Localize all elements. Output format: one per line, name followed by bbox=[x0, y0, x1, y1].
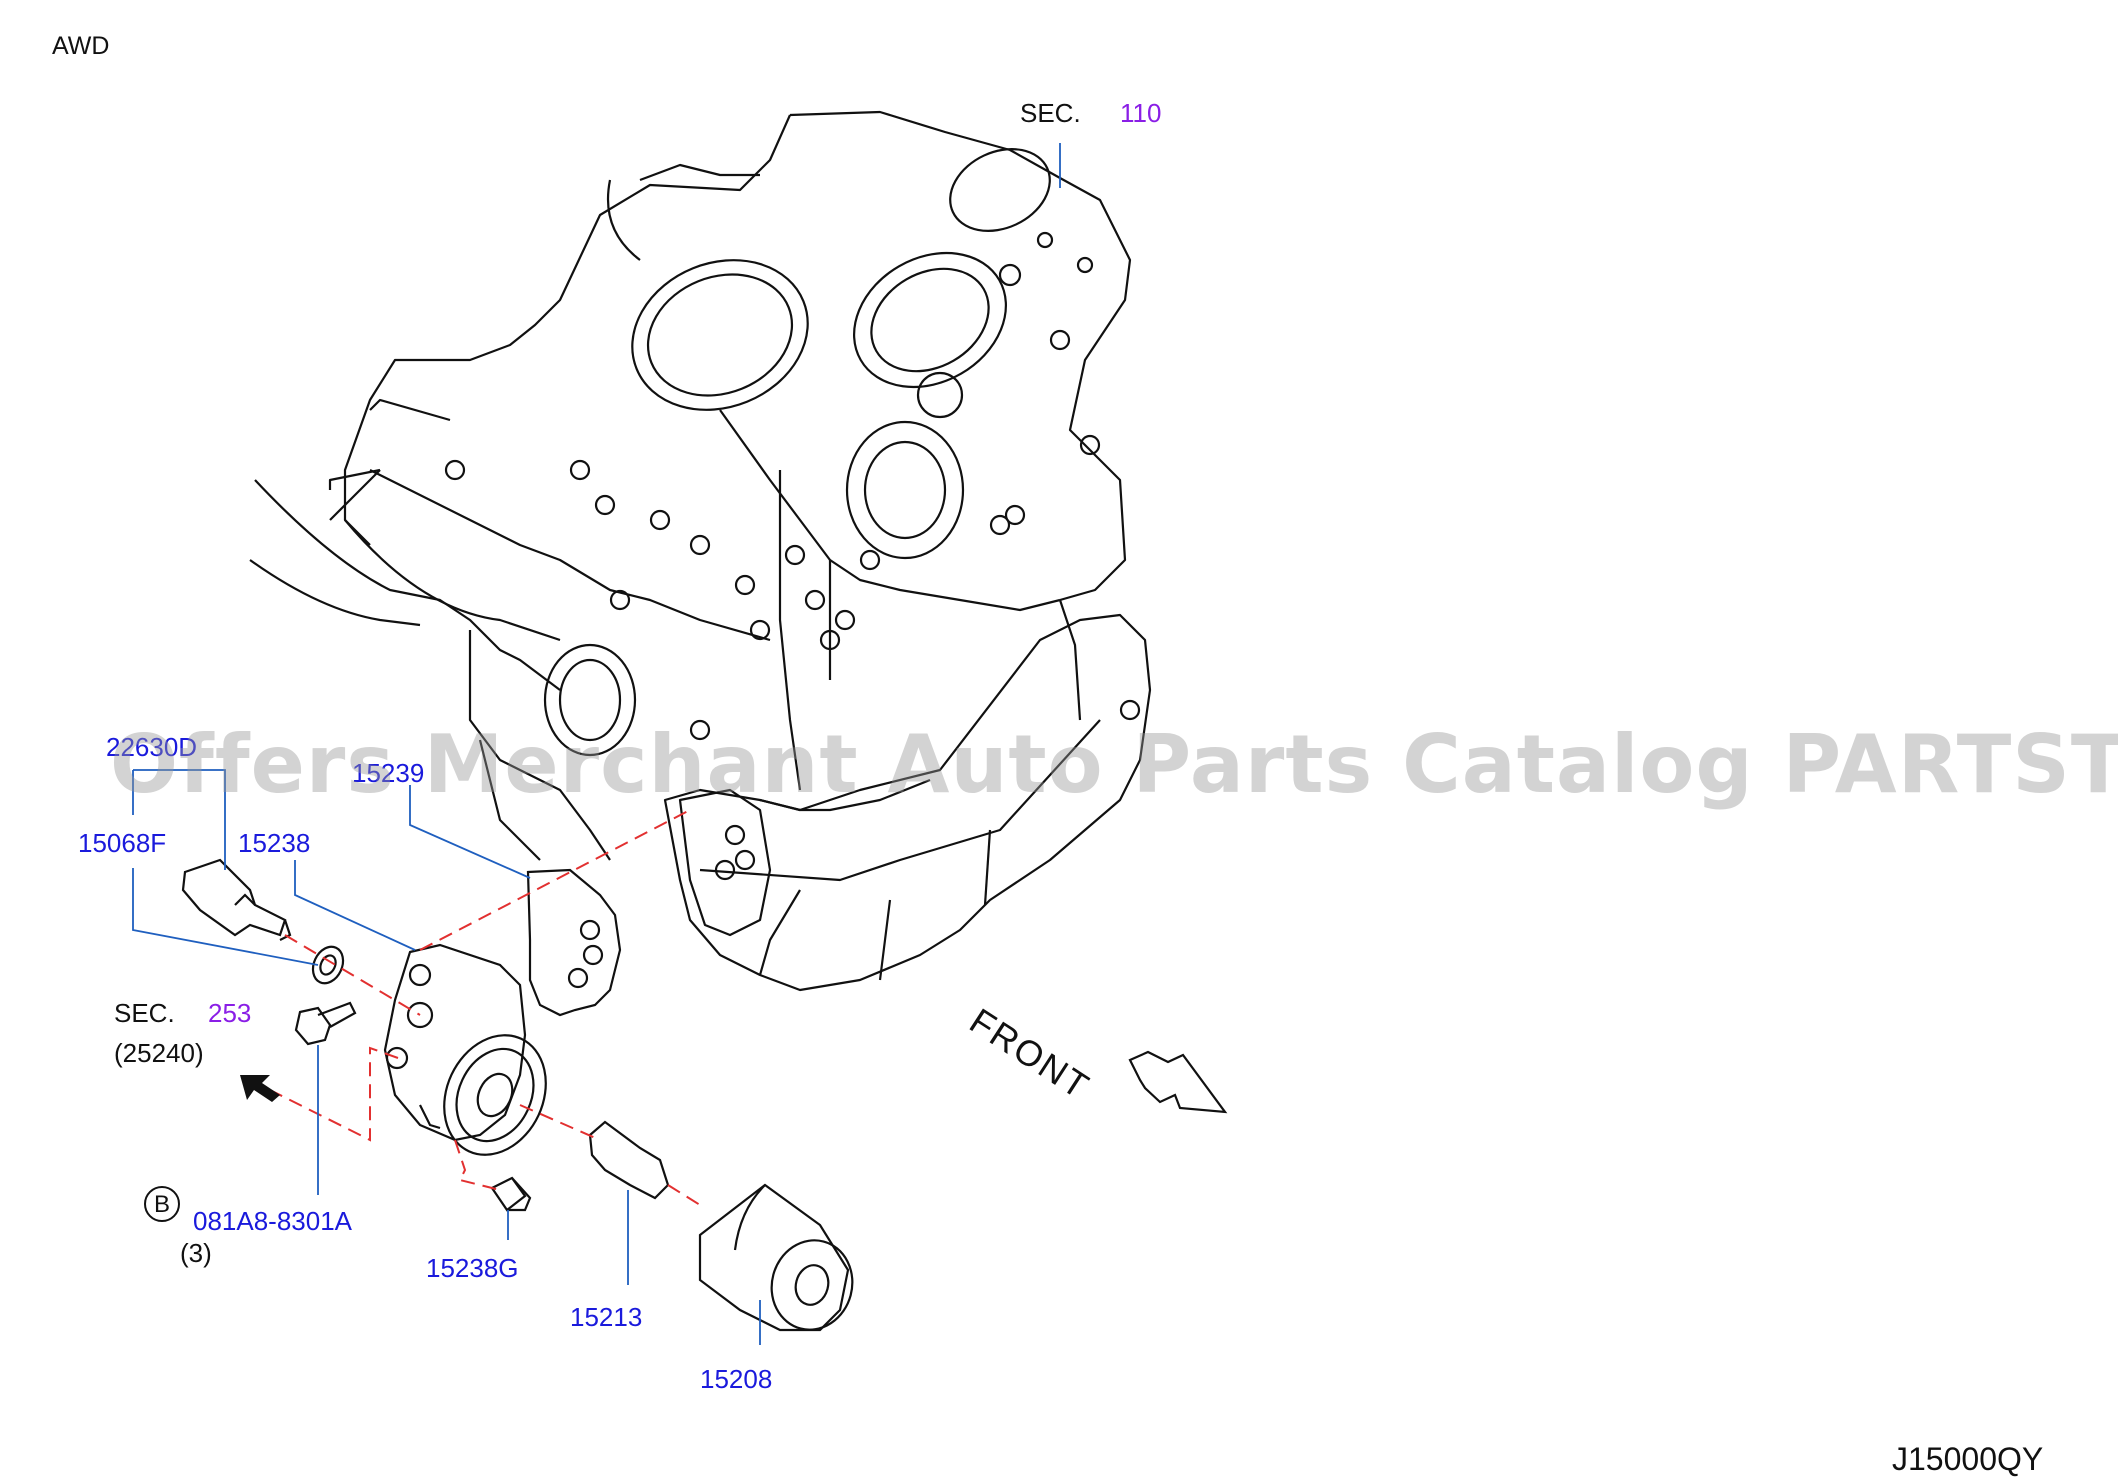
arrow-icon bbox=[240, 1075, 280, 1102]
engine-block-drawing bbox=[249, 110, 1152, 992]
front-arrow-icon bbox=[1128, 1050, 1228, 1114]
pin-drawing bbox=[490, 1176, 532, 1212]
part-number-15068f[interactable]: 15068F bbox=[78, 828, 167, 858]
part-number-15213[interactable]: 15213 bbox=[570, 1302, 643, 1332]
part-quantity: (3) bbox=[180, 1238, 212, 1268]
section-110-number[interactable]: 110 bbox=[1120, 98, 1162, 128]
section-253-number[interactable]: 253 bbox=[208, 998, 252, 1028]
bolt-bosses-drawing bbox=[444, 231, 1141, 741]
part-number-15208[interactable]: 15208 bbox=[700, 1364, 773, 1394]
watermark: Offers Merchant Auto Parts Catalog PARTS… bbox=[110, 718, 2118, 811]
variant-label: AWD bbox=[52, 32, 110, 60]
part-number-15238g[interactable]: 15238G bbox=[426, 1253, 519, 1283]
part-leader-lines bbox=[132, 769, 761, 1345]
part-number-081a8-8301a[interactable]: 081A8-8301A bbox=[193, 1206, 353, 1236]
connector-bolt-drawing bbox=[588, 1120, 670, 1200]
section-253-prefix: SEC. bbox=[114, 998, 175, 1028]
section-253-sub: (25240) bbox=[114, 1038, 204, 1068]
washer-drawing bbox=[311, 945, 345, 985]
part-number-15239[interactable]: 15239 bbox=[352, 758, 425, 788]
gasket-drawing bbox=[526, 868, 622, 1017]
bolt-drawing bbox=[294, 1001, 357, 1046]
diagram-code: J15000QY bbox=[1892, 1441, 2044, 1477]
sensor-drawing bbox=[181, 858, 292, 941]
oil-filter-bracket-drawing bbox=[383, 943, 547, 1156]
badge-b: B bbox=[144, 1186, 180, 1222]
section-110-prefix: SEC. bbox=[1020, 98, 1081, 128]
part-number-15238[interactable]: 15238 bbox=[238, 828, 311, 858]
oil-filter-drawing bbox=[698, 1183, 854, 1332]
part-number-22630d[interactable]: 22630D bbox=[106, 732, 198, 762]
assembly-dash-lines bbox=[269, 809, 701, 1206]
